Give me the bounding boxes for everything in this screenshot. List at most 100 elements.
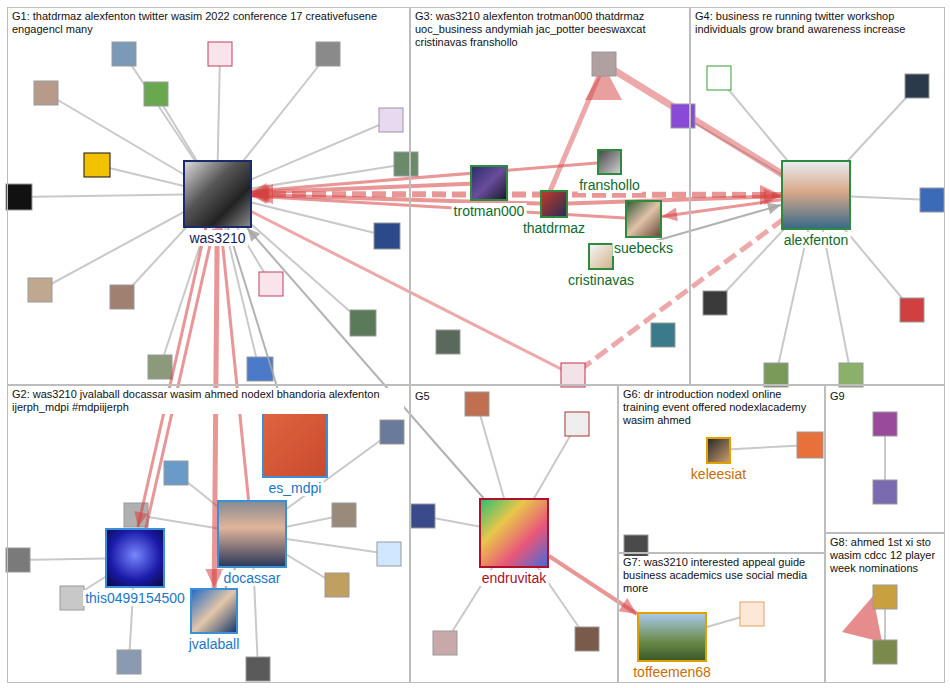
avatar (703, 291, 727, 315)
avatar (6, 548, 30, 572)
connector (662, 200, 781, 217)
avatar (873, 640, 897, 664)
group-box: G1: thatdrmaz alexfenton twitter wasim 2… (7, 7, 410, 385)
avatar (374, 223, 400, 249)
group-heading: G2: was3210 jvalaball docassar wasim ahm… (11, 388, 404, 414)
connector (252, 196, 625, 218)
avatar-node: cristinavas (588, 243, 614, 270)
group-heading: G6: dr introduction nodexl online traini… (622, 388, 819, 427)
group-heading: G3: was3210 alexfenton trotman000 thatdr… (414, 10, 684, 49)
node-label: keleesiat (689, 466, 748, 482)
node-label: this0499154500 (83, 590, 187, 606)
avatar (380, 420, 404, 444)
avatar (433, 631, 457, 655)
node-label: franshollo (577, 177, 642, 193)
avatar (84, 153, 110, 177)
group-box: G9 (825, 385, 945, 533)
avatar-node: jvalaball (190, 588, 238, 634)
group-box: G8: ahmed 1st xi sto wasim cdcc 12 playe… (825, 533, 945, 683)
connector (568, 196, 781, 203)
avatar (110, 285, 134, 309)
avatar (764, 363, 788, 387)
avatar (565, 412, 589, 436)
group-heading: G7: was3210 interested appeal guide busi… (622, 556, 819, 595)
avatar (377, 542, 401, 566)
group-heading: G5 (414, 390, 431, 403)
connector (138, 227, 206, 527)
node-label: cristinavas (566, 272, 636, 288)
avatar-node: was3210 (183, 160, 252, 228)
node-label: alexfenton (782, 232, 851, 248)
avatar (465, 392, 489, 416)
group-box: G4: business re running twitter workshop… (690, 7, 945, 385)
avatar (325, 573, 349, 597)
avatar-node: endruvitak (479, 498, 549, 568)
node-label: suebecks (612, 240, 675, 256)
avatar (905, 74, 929, 98)
avatar-node: trotman000 (470, 165, 508, 201)
avatar (208, 42, 232, 66)
group-heading: G1: thatdrmaz alexfenton twitter wasim 2… (11, 10, 404, 36)
connector (221, 228, 249, 500)
heavy-links (217, 64, 816, 375)
minor-links (18, 54, 932, 669)
node-label: jvalaball (187, 636, 242, 652)
group-heading: G9 (829, 390, 846, 403)
avatar (920, 188, 944, 212)
avatar (671, 104, 695, 128)
avatar-node: docassar (217, 500, 287, 568)
node-label: toffeemen68 (631, 664, 713, 680)
avatar-node: franshollo (597, 149, 622, 175)
avatar-node: es_mdpi (262, 412, 328, 478)
avatar (561, 363, 585, 387)
group-heading: G4: business re running twitter workshop… (694, 10, 939, 36)
avatar (60, 586, 84, 610)
avatar-node: this0499154500 (105, 528, 165, 588)
avatar (112, 42, 136, 66)
avatar (740, 602, 764, 626)
avatar-node: thatdrmaz (540, 190, 568, 218)
group-box: G5 endruvitak (410, 385, 618, 683)
avatar (651, 323, 675, 347)
group-box: G6: dr introduction nodexl online traini… (618, 385, 825, 553)
avatar (164, 461, 188, 485)
group-heading: G8: ahmed 1st xi sto wasim cdcc 12 playe… (829, 536, 939, 575)
avatar (350, 310, 376, 336)
arrow-head (134, 511, 148, 527)
connector (146, 229, 214, 529)
group-box: G7: was3210 interested appeal guide busi… (618, 553, 825, 683)
avatar (873, 585, 897, 609)
avatar (34, 81, 58, 105)
avatar (797, 432, 823, 458)
avatar (436, 330, 460, 354)
avatar (259, 272, 283, 296)
connector (252, 163, 597, 191)
avatar (873, 480, 897, 504)
avatar (394, 152, 418, 176)
avatar (900, 298, 924, 322)
arrow-head (247, 228, 260, 242)
arrow-head (662, 207, 678, 221)
arrow-head (767, 203, 781, 215)
link-line (718, 445, 810, 450)
node-label: docassar (222, 570, 283, 586)
node-label: endruvitak (480, 570, 549, 586)
node-label: thatdrmaz (521, 220, 587, 236)
node-label: trotman000 (452, 203, 527, 219)
avatar (707, 66, 731, 90)
avatar (839, 363, 863, 387)
node-label: es_mdpi (267, 480, 324, 496)
avatar-node: suebecks (625, 200, 662, 238)
avatar (592, 52, 616, 76)
avatar (6, 184, 32, 210)
arrow-head (618, 598, 637, 614)
connector (247, 228, 483, 498)
avatar (246, 657, 270, 681)
avatar-node: alexfenton (781, 160, 851, 230)
avatar (144, 82, 168, 106)
avatar (148, 355, 172, 379)
avatar-node: keleesiat (706, 437, 731, 464)
avatar (379, 108, 403, 132)
